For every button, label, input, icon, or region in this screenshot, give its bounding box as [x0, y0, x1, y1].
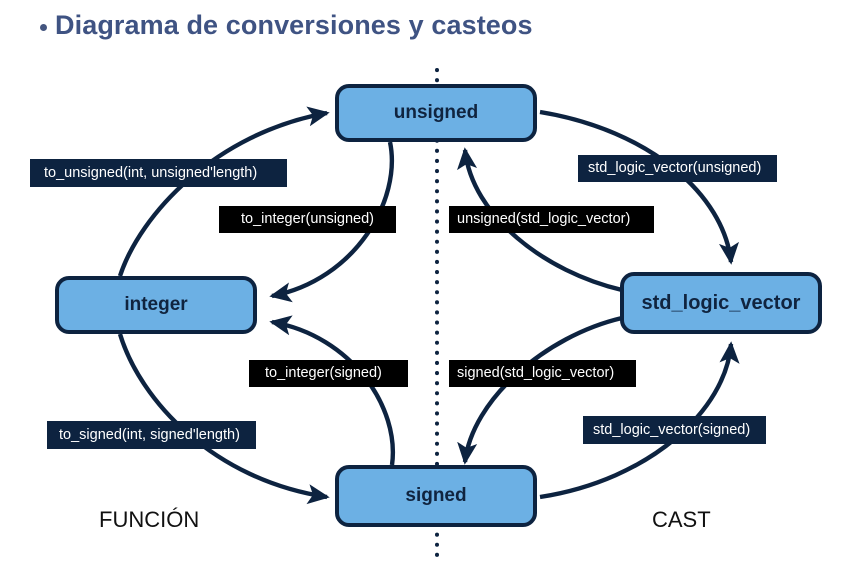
edge-label-to-integer-unsigned-text: to_integer(unsigned) — [241, 211, 375, 228]
edge-arrow-to-integer-signed — [269, 315, 396, 466]
node-integer[interactable]: integer — [55, 276, 257, 334]
page-title-text: Diagrama de conversiones y casteos — [55, 10, 533, 40]
edge-arrow-to-integer-unsigned — [269, 141, 394, 303]
edge-label-to-signed-text: to_signed(int, signed'length) — [59, 426, 240, 443]
node-integer-label: integer — [124, 294, 188, 315]
bullet-icon — [40, 24, 47, 31]
node-unsigned[interactable]: unsigned — [335, 84, 537, 142]
edge-label-to-integer-unsigned: to_integer(unsigned) — [219, 206, 397, 233]
edge-label-slv-from-signed: std_logic_vector(signed) — [583, 416, 767, 444]
edge-label-slv-from-unsigned: std_logic_vector(unsigned) — [578, 155, 778, 182]
edge-arrow-unsigned-from-slv — [457, 147, 623, 293]
edge-label-to-integer-signed-text: to_integer(signed) — [265, 365, 382, 382]
edge-label-to-unsigned-text: to_unsigned(int, unsigned'length) — [44, 164, 258, 181]
edge-label-signed-from-slv-text: signed(std_logic_vector) — [457, 365, 615, 382]
node-std-logic-vector[interactable]: std_logic_vector — [620, 272, 822, 334]
node-unsigned-label: unsigned — [393, 102, 479, 123]
edge-label-to-signed: to_signed(int, signed'length) — [47, 421, 256, 449]
edge-arrow-slv-from-unsigned — [539, 109, 739, 265]
edge-label-unsigned-from-slv: unsigned(std_logic_vector) — [449, 206, 655, 233]
edge-label-slv-from-signed-text: std_logic_vector(signed) — [593, 421, 751, 438]
edge-arrow-to-signed — [117, 333, 330, 505]
edge-label-slv-from-unsigned-text: std_logic_vector(unsigned) — [588, 160, 762, 177]
node-signed-label: signed — [405, 485, 467, 506]
edge-label-to-unsigned: to_unsigned(int, unsigned'length) — [30, 159, 288, 187]
node-signed[interactable]: signed — [335, 465, 537, 527]
legend-cast: CAST — [652, 507, 711, 532]
edge-label-signed-from-slv: signed(std_logic_vector) — [449, 360, 637, 387]
node-std-logic-vector-label: std_logic_vector — [641, 291, 801, 314]
edge-label-to-integer-signed: to_integer(signed) — [249, 360, 408, 387]
legend-funcion: FUNCIÓN — [99, 507, 200, 532]
edge-label-unsigned-from-slv-text: unsigned(std_logic_vector) — [457, 211, 631, 228]
edge-arrow-to-unsigned — [117, 106, 330, 277]
page-title: Diagrama de conversiones y casteos — [40, 10, 533, 41]
